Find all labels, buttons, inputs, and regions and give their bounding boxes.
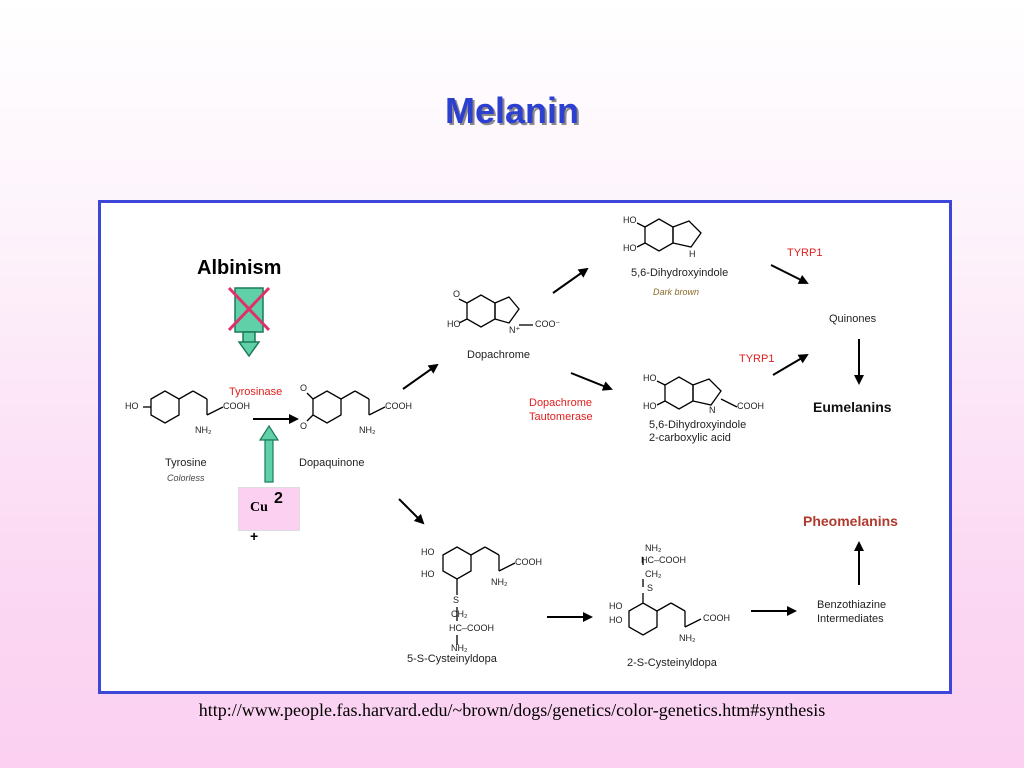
source-url: http://www.people.fas.harvard.edu/~brown…	[198, 700, 826, 720]
label-dhica-line2: 2-carboxylic acid	[649, 432, 731, 444]
atom-dhi-ho1: HO	[623, 215, 637, 225]
atom-cys2-cooh: COOH	[703, 613, 730, 623]
atom-dhica-ho1: HO	[643, 373, 657, 383]
arrow-dopaquinone-dopachrome	[402, 363, 439, 390]
atom-cys5-cooh: COOH	[515, 557, 542, 567]
atom-cys5-hc-cooh: HC–COOH	[449, 623, 495, 633]
atom-cys2-nh2: NH₂	[679, 633, 696, 643]
arrow-dhi-quinones	[770, 264, 809, 284]
atom-cys2-ch2: CH₂	[645, 569, 662, 579]
atom-dopaquinone-o2: O	[300, 421, 308, 431]
atom-cys5-ch2: CH₂	[451, 609, 468, 619]
pathway-diagram: Tyrosinase Dopachrome Tautomerase TYRP1 …	[98, 200, 952, 694]
atom-cys2-nh2-top: NH₂	[645, 543, 662, 553]
page-title: Melanin	[444, 90, 579, 131]
atom-dhica-nh: N	[709, 405, 716, 415]
cofactor-plus: +	[250, 528, 259, 544]
arrow-dopachrome-dhica	[570, 372, 613, 391]
label-pheomelanins: Pheomelanins	[803, 513, 898, 529]
atom-cys5-s: S	[453, 595, 460, 605]
label-5s-cysteinyldopa: 5-S-Cysteinyldopa	[407, 653, 497, 665]
label-dopachrome: Dopachrome	[467, 349, 530, 361]
label-benzothiazine-line2: Intermediates	[817, 613, 884, 625]
dhi-structure	[636, 218, 702, 252]
cofactor-up-arrow-icon	[258, 424, 280, 483]
atom-cys5-ho1: HO	[421, 547, 435, 557]
atom-dhi-ho2: HO	[623, 243, 637, 253]
albinism-blocked-arrow-icon	[227, 286, 271, 358]
cofactor-cu: Cu	[250, 500, 268, 515]
cys2-structure	[628, 557, 702, 636]
enzyme-tyrp1-bottom: TYRP1	[739, 353, 775, 365]
atom-cys2-s: S	[647, 583, 654, 593]
dhica-structure	[656, 376, 738, 410]
cofactor-box	[238, 487, 300, 531]
label-dopaquinone: Dopaquinone	[299, 457, 365, 469]
atom-dhica-cooh: COOH	[737, 401, 764, 411]
atom-cys5-ho2: HO	[421, 569, 435, 579]
atom-dopachrome-ho: HO	[447, 319, 461, 329]
label-quinones: Quinones	[829, 313, 877, 325]
atom-cys2-hc-cooh: HC–COOH	[641, 555, 687, 565]
atom-dopaquinone-nh2: NH₂	[359, 425, 376, 435]
dopaquinone-structure	[306, 390, 386, 424]
arrow-dopachrome-dhi	[552, 267, 589, 294]
label-2s-cysteinyldopa: 2-S-Cysteinyldopa	[627, 657, 717, 669]
label-eumelanins: Eumelanins	[813, 399, 892, 415]
atom-cys5-nh2: NH₂	[491, 577, 508, 587]
enzyme-tyrp1-top: TYRP1	[787, 247, 823, 259]
atom-tyrosine-ho: HO	[125, 401, 139, 411]
tyrosine-structure	[143, 390, 224, 424]
atom-cys2-ho2: HO	[609, 615, 623, 625]
label-tyrosine-note: Colorless	[167, 473, 205, 483]
label-dhi: 5,6-Dihydroxyindole	[631, 267, 729, 279]
atom-dopachrome-coo: COO⁻	[535, 319, 561, 329]
atom-cys5-nh2-bottom: NH₂	[451, 643, 468, 653]
atom-dhica-ho2: HO	[643, 401, 657, 411]
label-dhica-line1: 5,6-Dihydroxyindole	[649, 419, 747, 431]
atom-cys2-ho1: HO	[609, 601, 623, 611]
pathway-graphics	[143, 218, 864, 645]
atom-dhi-h: H	[689, 249, 696, 259]
dopachrome-structure	[458, 294, 533, 328]
cofactor-charge: 2	[274, 490, 283, 507]
label-tyrosine: Tyrosine	[165, 457, 207, 469]
atom-dopachrome-o: O	[453, 289, 461, 299]
enzyme-dopachrome-tautomerase-line2: Tautomerase	[529, 411, 593, 423]
enzyme-dopachrome-tautomerase-line1: Dopachrome	[529, 397, 592, 409]
arrow-dhica-quinones	[772, 353, 809, 376]
atom-dopachrome-nplus: N⁺	[509, 325, 521, 335]
arrow-dopaquinone-cys5	[398, 498, 425, 525]
enzyme-tyrosinase: Tyrosinase	[229, 386, 283, 398]
label-benzothiazine-line1: Benzothiazine	[817, 599, 887, 611]
albinism-label: Albinism	[197, 257, 282, 279]
atom-dopaquinone-o1: O	[300, 383, 308, 393]
atom-tyrosine-nh2: NH₂	[195, 425, 212, 435]
cys5-structure	[442, 546, 516, 645]
label-dhi-note: Dark brown	[653, 287, 700, 297]
atom-tyrosine-cooh: COOH	[223, 401, 250, 411]
atom-dopaquinone-cooh: COOH	[385, 401, 412, 411]
